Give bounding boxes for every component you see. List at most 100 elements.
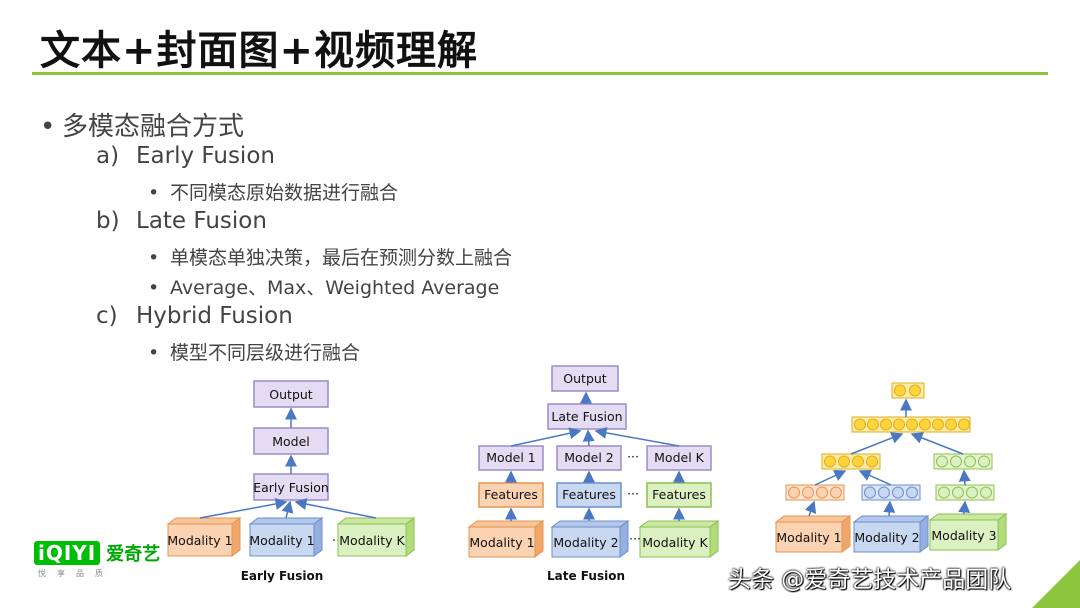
arrow bbox=[958, 469, 971, 486]
neuron bbox=[830, 486, 842, 499]
bullet-text: 单模态单独决策，最后在预测分数上融合 bbox=[170, 247, 513, 269]
late-modality-2 bbox=[550, 520, 630, 558]
hybrid-modality-2 bbox=[852, 515, 930, 553]
late-ellipsis: ··· bbox=[629, 531, 641, 546]
late-fusion-box bbox=[547, 403, 627, 430]
late-features-box bbox=[556, 482, 622, 508]
late-ellipsis: ··· bbox=[627, 486, 639, 501]
neuron bbox=[824, 455, 836, 468]
arrow bbox=[850, 432, 904, 455]
outline-bullet: • 单模态单独决策，最后在预测分数上融合 bbox=[148, 243, 512, 270]
item-label: Hybrid Fusion bbox=[136, 303, 293, 329]
outline-item-early: a)Early Fusion bbox=[96, 143, 275, 169]
early-caption: Early Fusion bbox=[241, 569, 324, 583]
late-output-label: Output bbox=[563, 371, 607, 386]
arrow bbox=[814, 470, 847, 486]
early-model-box bbox=[253, 427, 329, 455]
slide-title: 文本+封面图+视频理解 bbox=[40, 28, 479, 74]
arrow bbox=[594, 426, 680, 447]
late-ellipsis: ··· bbox=[627, 449, 639, 464]
arrow bbox=[199, 498, 288, 519]
iqiyi-logo: iQIYI 爱奇艺 悦享品质 bbox=[34, 540, 160, 579]
neuron bbox=[938, 486, 950, 499]
early-output-label: Output bbox=[269, 387, 313, 402]
bullet-dot: • bbox=[148, 182, 160, 204]
early-output-box bbox=[253, 380, 329, 408]
early-modality-1 bbox=[166, 517, 242, 557]
bullet-dot: • bbox=[40, 112, 56, 142]
late-features-label: Features bbox=[484, 487, 538, 502]
early-fusion-box bbox=[253, 473, 329, 501]
hybrid-modality-label: Modality 2 bbox=[854, 530, 919, 545]
neuron bbox=[866, 455, 878, 468]
neuron bbox=[788, 486, 800, 499]
early-fusion-diagram: Output Model Early Fusion Modality 1 Mod… bbox=[166, 380, 416, 583]
bullet-dot: • bbox=[148, 277, 160, 299]
late-model-box bbox=[646, 445, 712, 471]
neuron bbox=[864, 486, 876, 499]
neuron bbox=[838, 455, 850, 468]
item-marker: c) bbox=[96, 303, 118, 329]
neuron bbox=[906, 486, 918, 499]
neuron bbox=[978, 455, 990, 468]
hybrid-modality-label: Modality 1 bbox=[776, 530, 841, 545]
logo-mark: iQIYI bbox=[34, 541, 101, 565]
late-features-label: Features bbox=[562, 487, 616, 502]
early-modality-2 bbox=[248, 517, 324, 557]
arrow bbox=[510, 427, 582, 447]
early-model-label: Model bbox=[272, 434, 310, 449]
bullet-dot: • bbox=[148, 247, 160, 269]
arrow bbox=[804, 500, 817, 517]
early-fusion-label: Early Fusion bbox=[253, 480, 329, 495]
bullet-dot: • bbox=[148, 342, 160, 364]
arrow bbox=[281, 500, 294, 519]
outline-item-hybrid: c) Hybrid Fusion bbox=[96, 303, 293, 329]
logo-name: 爱奇艺 bbox=[106, 544, 161, 565]
logo-tagline: 悦享品质 bbox=[38, 569, 114, 578]
item-label: Early Fusion bbox=[136, 143, 275, 169]
neuron bbox=[852, 455, 864, 468]
late-caption: Late Fusion bbox=[547, 569, 625, 583]
hybrid-fusion-diagram: Modality 1 Modality 2 Modality 3 bbox=[774, 382, 1008, 553]
bullet-text: Average、Max、Weighted Average bbox=[170, 277, 500, 299]
outline-heading-text: 多模态融合方式 bbox=[62, 112, 245, 142]
hybrid-modality-1 bbox=[774, 515, 852, 553]
outline-bullet: •不同模态原始数据进行融合 bbox=[148, 178, 398, 205]
late-fusion-diagram: Output Late Fusion Model 1 Model 2 ··· M… bbox=[467, 365, 720, 583]
neuron bbox=[936, 455, 948, 468]
neuron bbox=[816, 486, 828, 499]
neuron bbox=[952, 486, 964, 499]
arrow bbox=[582, 429, 595, 447]
late-fusion-label: Late Fusion bbox=[551, 409, 622, 424]
early-modality-label: Modality 1 bbox=[249, 533, 314, 548]
late-output-box bbox=[551, 365, 619, 392]
logo-row: iQIYI 爱奇艺 bbox=[34, 540, 160, 566]
early-modality-label: Modality K bbox=[339, 533, 405, 548]
neuron bbox=[894, 384, 906, 397]
late-model-label: Model 2 bbox=[564, 450, 613, 465]
early-modality-label: Modality 1 bbox=[167, 533, 232, 548]
neuron bbox=[964, 455, 976, 468]
neuron bbox=[892, 486, 904, 499]
outline-heading: •多模态融合方式 bbox=[40, 106, 244, 143]
arrow bbox=[858, 469, 892, 486]
neuron bbox=[802, 486, 814, 499]
bullet-text: 模型不同层级进行融合 bbox=[170, 342, 361, 364]
neuron bbox=[950, 455, 962, 468]
neuron bbox=[909, 384, 921, 397]
hybrid-modality-3 bbox=[928, 513, 1008, 551]
arrow bbox=[883, 500, 896, 517]
late-features-label: Features bbox=[652, 487, 706, 502]
arrow bbox=[294, 498, 377, 519]
late-modality-label: Modality K bbox=[642, 535, 708, 550]
hybrid-wide-neurons bbox=[854, 418, 970, 431]
title-underline bbox=[32, 72, 1048, 75]
neuron bbox=[878, 486, 890, 499]
outline-item-late: b)Late Fusion bbox=[96, 208, 267, 234]
late-model-label: Model 1 bbox=[486, 450, 535, 465]
late-model-box bbox=[478, 445, 544, 471]
watermark: 头条 @爱奇艺技术产品团队 bbox=[728, 567, 1012, 593]
late-modality-label: Modality 1 bbox=[469, 535, 534, 550]
arrow bbox=[910, 432, 964, 455]
